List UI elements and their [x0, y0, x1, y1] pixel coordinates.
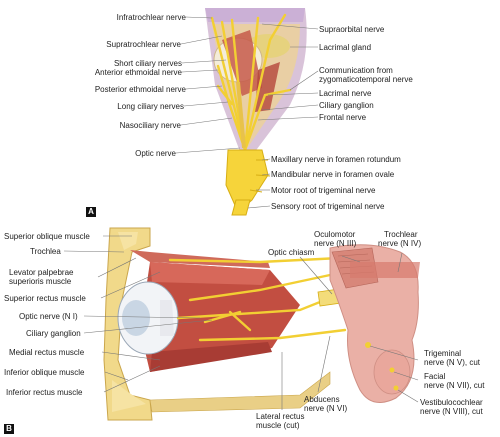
cornea [122, 300, 150, 336]
label-oculomotor-n3: nerve (N III) [314, 239, 357, 248]
label-posterior-ethmoidal-nerve: Posterior ethmoidal nerve [94, 85, 186, 94]
panel-a-tag: A [86, 207, 96, 217]
label-abducens-n6: nerve (N VI) [304, 404, 348, 413]
panel-b-leaders [63, 235, 419, 410]
trigeminal-stump [365, 342, 371, 348]
label-infratrochlear-nerve: Infratrochlear nerve [116, 13, 186, 22]
label-levator-palpebrae: Levator palpebrae [9, 268, 74, 277]
label-lacrimal-gland: Lacrimal gland [319, 43, 372, 52]
label-superior-rectus-muscle: Superior rectus muscle [4, 294, 86, 303]
label-supraorbital-nerve: Supraorbital nerve [319, 25, 385, 34]
inferior-rectus [150, 342, 272, 372]
label-optic-chiasm: Optic chiasm [268, 248, 315, 257]
label-vestibulocochlear: Vestibulocochlear [420, 398, 483, 407]
facial-stump [389, 367, 395, 373]
label-long-ciliary-nerves: Long ciliary nerves [117, 102, 184, 111]
midbrain-striations [337, 253, 375, 275]
lens [160, 300, 174, 336]
label-trochlea: Trochlea [30, 247, 61, 256]
label-mandibular-nerve: Mandibular nerve in foramen ovale [271, 170, 395, 179]
ethmoidal-line [216, 84, 234, 106]
cerebral-peduncle [350, 262, 420, 278]
trigeminal-ganglion [225, 149, 269, 213]
label-lateral-rectus-cut: muscle (cut) [256, 421, 300, 430]
label-superioris-muscle: superioris muscle [9, 277, 72, 286]
communication-line [243, 88, 292, 152]
trigeminal-root [231, 199, 251, 216]
label-facial: Facial [424, 372, 446, 381]
label-optic-nerve-a: Optic nerve [135, 149, 176, 158]
label-inferior-oblique-muscle: Inferior oblique muscle [4, 368, 85, 377]
label-communication-from: Communication from [319, 66, 393, 75]
label-inferior-rectus-muscle: Inferior rectus muscle [6, 388, 83, 397]
label-trochlear-n4: nerve (N IV) [378, 239, 422, 248]
label-optic-nerve-b: Optic nerve (N I) [19, 312, 78, 321]
superior-rectus [150, 262, 270, 285]
label-trigeminal: Trigeminal [424, 349, 462, 358]
label-oculomotor: Oculomotor [314, 230, 356, 239]
panel-a-illustration [205, 8, 307, 216]
label-medial-rectus-muscle: Medial rectus muscle [9, 348, 85, 357]
orbit-rim [205, 8, 305, 22]
label-ciliary-ganglion-b: Ciliary ganglion [26, 329, 81, 338]
label-sensory-root: Sensory root of trigeminal nerve [271, 202, 385, 211]
bone-highlight [112, 232, 146, 412]
label-maxillary-nerve: Maxillary nerve in foramen rotundum [271, 155, 401, 164]
label-vestibulocochlear-cut: nerve (N VIII), cut [420, 407, 483, 416]
panel-b-tag: B [4, 424, 14, 434]
label-frontal-nerve: Frontal nerve [319, 113, 367, 122]
label-lateral-rectus: Lateral rectus [256, 412, 305, 421]
levator-muscle [130, 250, 270, 268]
label-trigeminal-cut: nerve (N V), cut [424, 358, 481, 367]
label-motor-root: Motor root of trigeminal nerve [271, 186, 376, 195]
label-superior-oblique-muscle: Superior oblique muscle [4, 232, 90, 241]
supraorbital-line [243, 16, 260, 152]
abducens-line [198, 328, 347, 342]
panel-b-illustration [103, 227, 420, 421]
label-short-ciliary-nerves: Short ciliary nerves [113, 59, 182, 68]
label-facial-cut: nerve (N VII), cut [424, 381, 485, 390]
panel-a-leaders [175, 16, 319, 209]
label-zygomaticotemporal-nerve: zygomaticotemporal nerve [319, 75, 413, 84]
lacrimal-nerve-line [243, 13, 287, 152]
label-ciliary-ganglion-a: Ciliary ganglion [319, 101, 374, 110]
vestibulocochlear-stump [393, 385, 399, 391]
optic-nerve-a [236, 81, 246, 149]
label-lacrimal-nerve: Lacrimal nerve [319, 89, 372, 98]
label-nasociliary-nerve: Nasociliary nerve [119, 121, 181, 130]
infratrochlear-line [210, 16, 247, 152]
label-abducens: Abducens [304, 395, 340, 404]
label-anterior-ethmoidal-nerve: Anterior ethmoidal nerve [94, 68, 182, 77]
label-supratrochlear-nerve: Supratrochlear nerve [106, 40, 181, 49]
label-trochlear: Trochlear [384, 230, 418, 239]
orbit-floor-b [149, 371, 331, 413]
